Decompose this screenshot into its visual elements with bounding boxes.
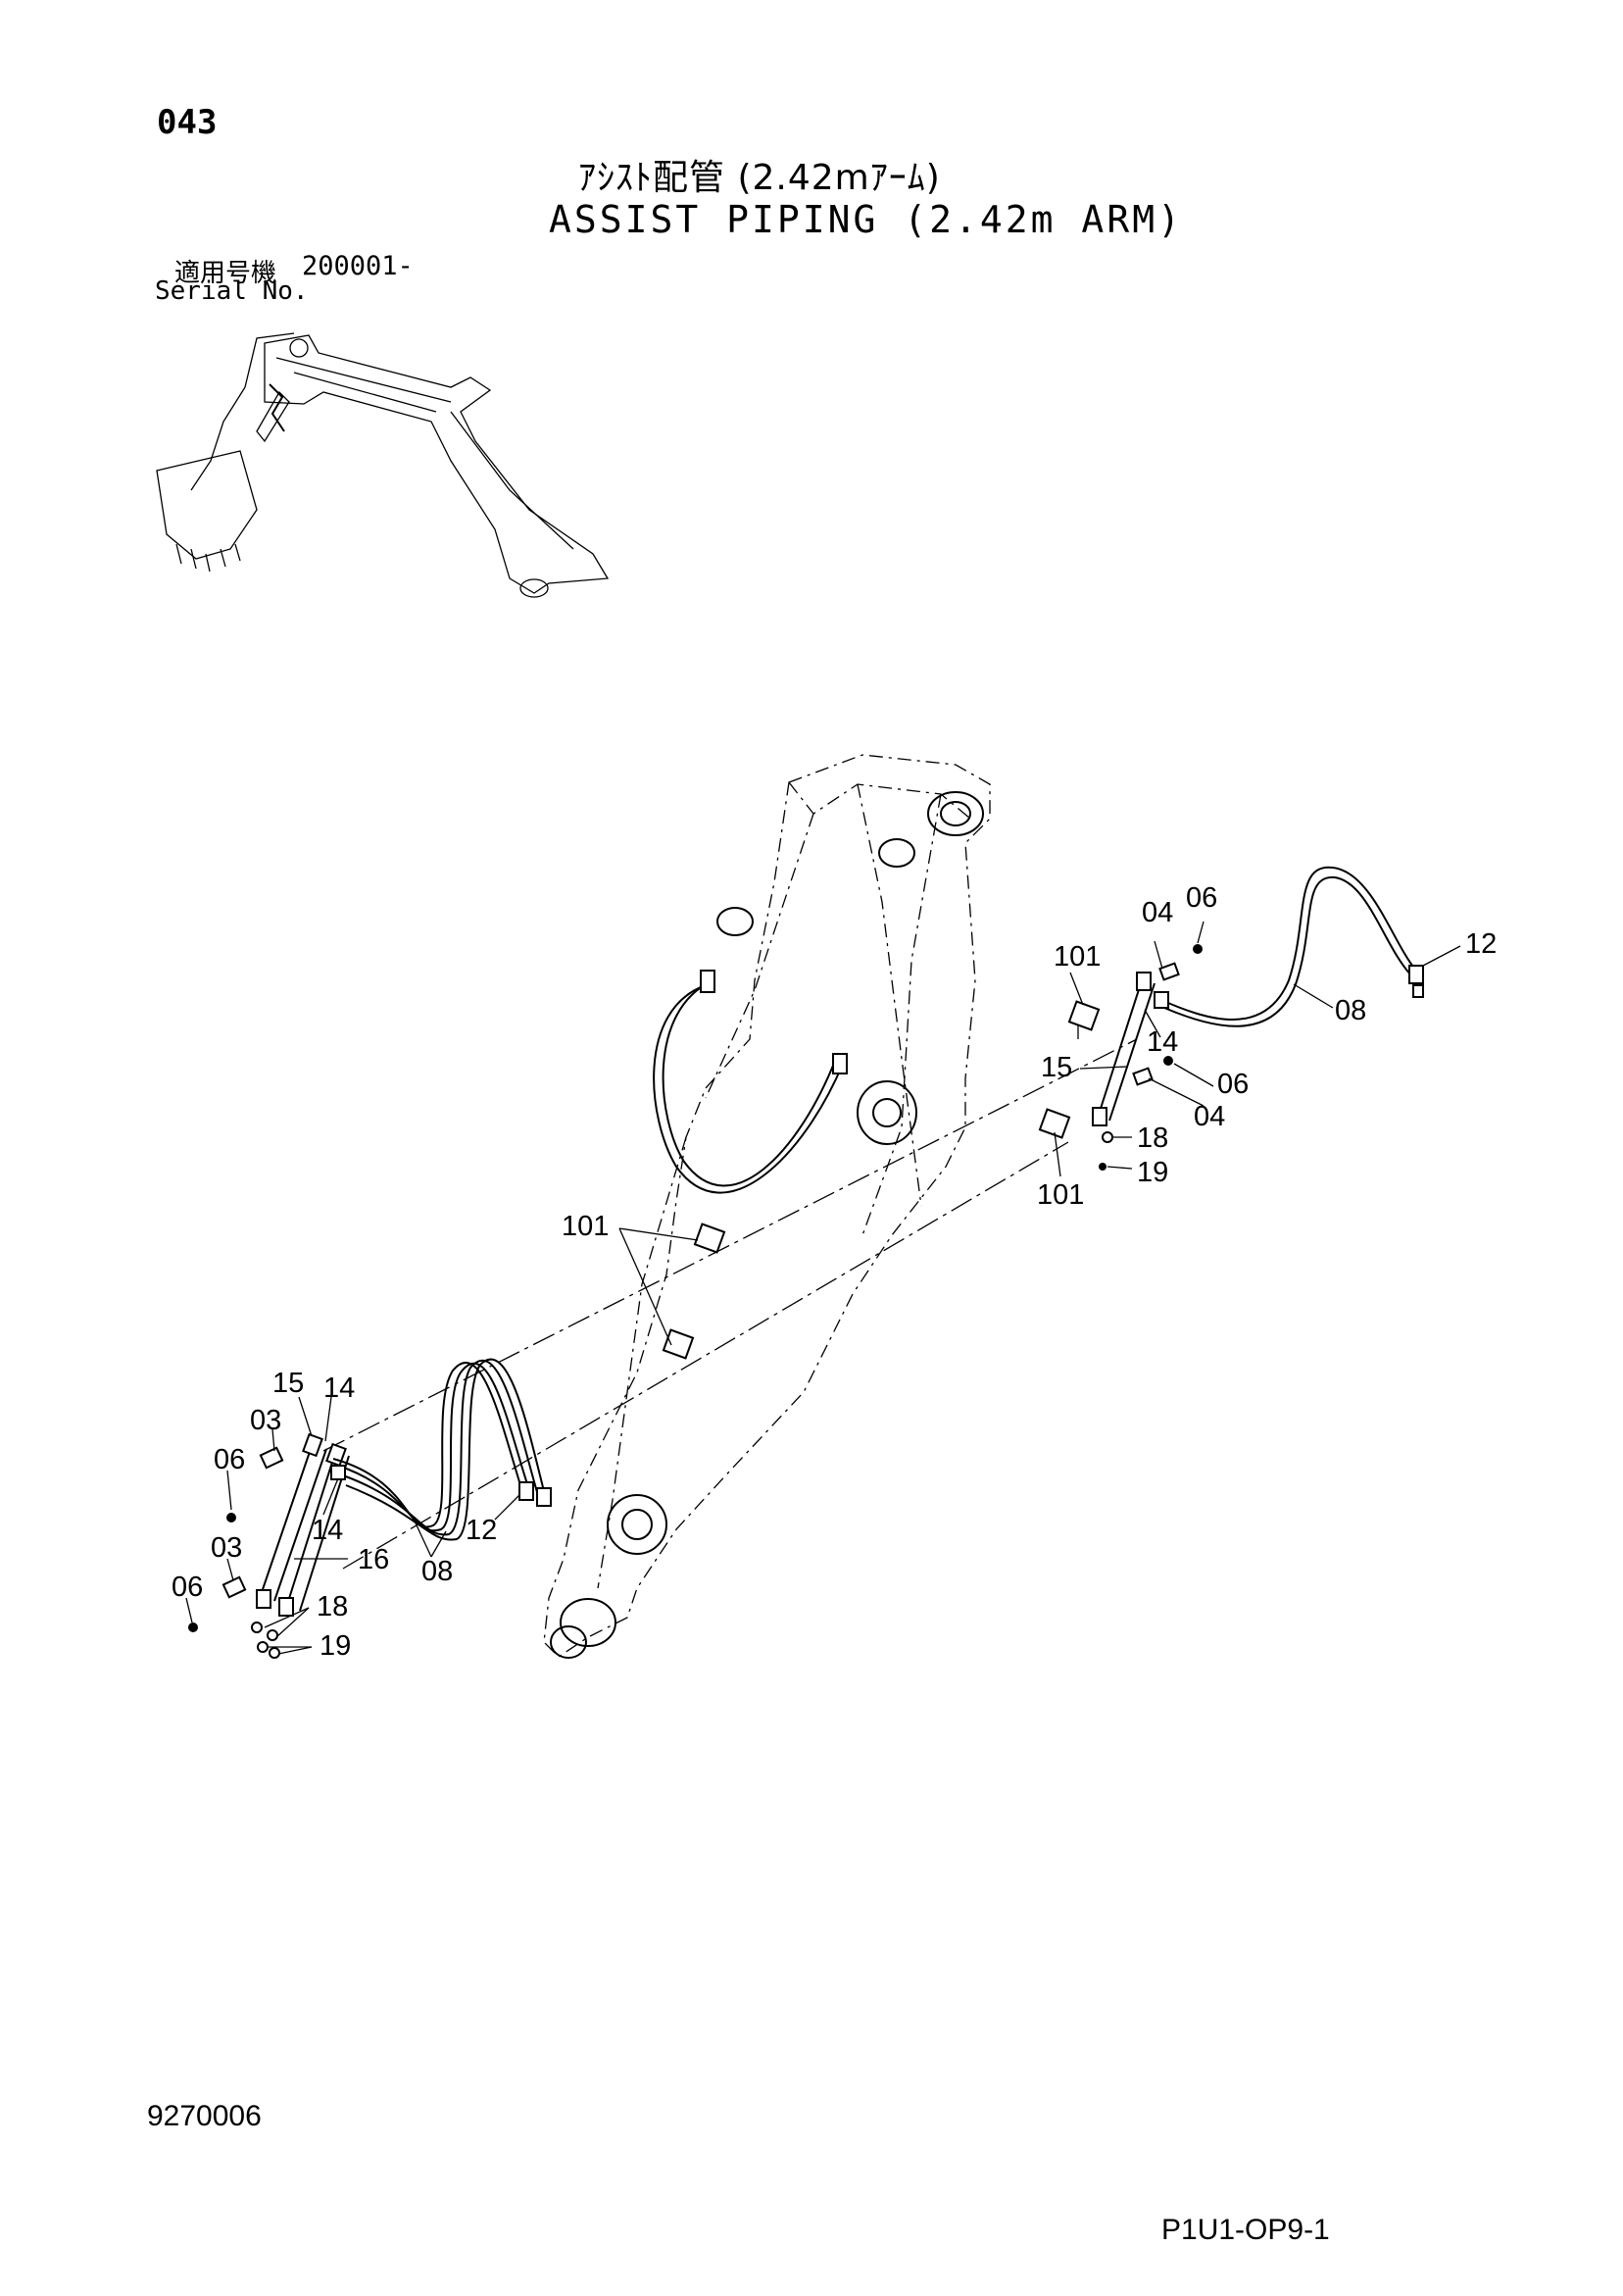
callout-15-right: 15 — [1041, 1052, 1072, 1083]
callout-18-right: 18 — [1137, 1123, 1168, 1154]
callout-101-right-top: 101 — [1054, 941, 1101, 973]
callout-04-right-bottom: 04 — [1194, 1101, 1225, 1132]
callout-15-left: 15 — [272, 1368, 304, 1399]
arm-outline — [543, 754, 991, 1659]
callout-14-left-bottom: 14 — [312, 1515, 343, 1546]
callout-08-right: 08 — [1335, 995, 1366, 1026]
right-assembly-parts — [1038, 866, 1424, 1171]
callout-14-left-top: 14 — [323, 1373, 355, 1404]
right-callouts: 04 06 12 101 08 15 14 06 04 18 19 101 — [1037, 882, 1497, 1211]
callout-08-left: 08 — [421, 1556, 453, 1587]
callout-06-left-top: 06 — [214, 1444, 245, 1475]
callout-06-left-bottom: 06 — [172, 1572, 203, 1603]
callout-19-right: 19 — [1137, 1157, 1168, 1188]
callout-12-right: 12 — [1465, 928, 1497, 960]
callout-03-left-top: 03 — [250, 1405, 281, 1436]
callout-03-left-bottom: 03 — [211, 1532, 242, 1564]
callout-06-right-top: 06 — [1186, 882, 1217, 914]
callout-16-left: 16 — [358, 1544, 389, 1575]
callout-06-right-bottom: 06 — [1217, 1069, 1249, 1100]
thumbnail-excavator-illustration — [156, 332, 610, 598]
page-code: 043 — [157, 103, 218, 142]
title-english: ASSIST PIPING (2.42m ARM) — [549, 198, 1183, 241]
callout-19-left: 19 — [320, 1630, 351, 1662]
callout-101-left: 101 — [562, 1211, 609, 1242]
page-reference: P1U1-OP9-1 — [1161, 2214, 1330, 2246]
serial-label-japanese: 適用号機 — [174, 259, 277, 288]
callout-18-left: 18 — [317, 1591, 348, 1622]
assembly-guide-lines — [322, 1020, 1138, 1570]
callout-14-right: 14 — [1147, 1026, 1178, 1058]
callout-04-right-top: 04 — [1142, 897, 1173, 928]
callout-101-right-bottom: 101 — [1037, 1179, 1084, 1211]
serial-label-english: Serial No. — [155, 276, 309, 306]
title-japanese: ｱｼｽﾄ配管 (2.42mｱｰﾑ) — [578, 158, 941, 198]
leader-lines — [185, 921, 1461, 1655]
serial-value: 200001- — [302, 251, 414, 281]
document-number: 9270006 — [147, 2100, 262, 2132]
left-assembly-parts — [188, 1223, 726, 1659]
callout-12-left: 12 — [466, 1515, 497, 1546]
left-callouts: 15 14 03 06 14 16 03 06 18 19 08 12 101 — [172, 1211, 609, 1662]
